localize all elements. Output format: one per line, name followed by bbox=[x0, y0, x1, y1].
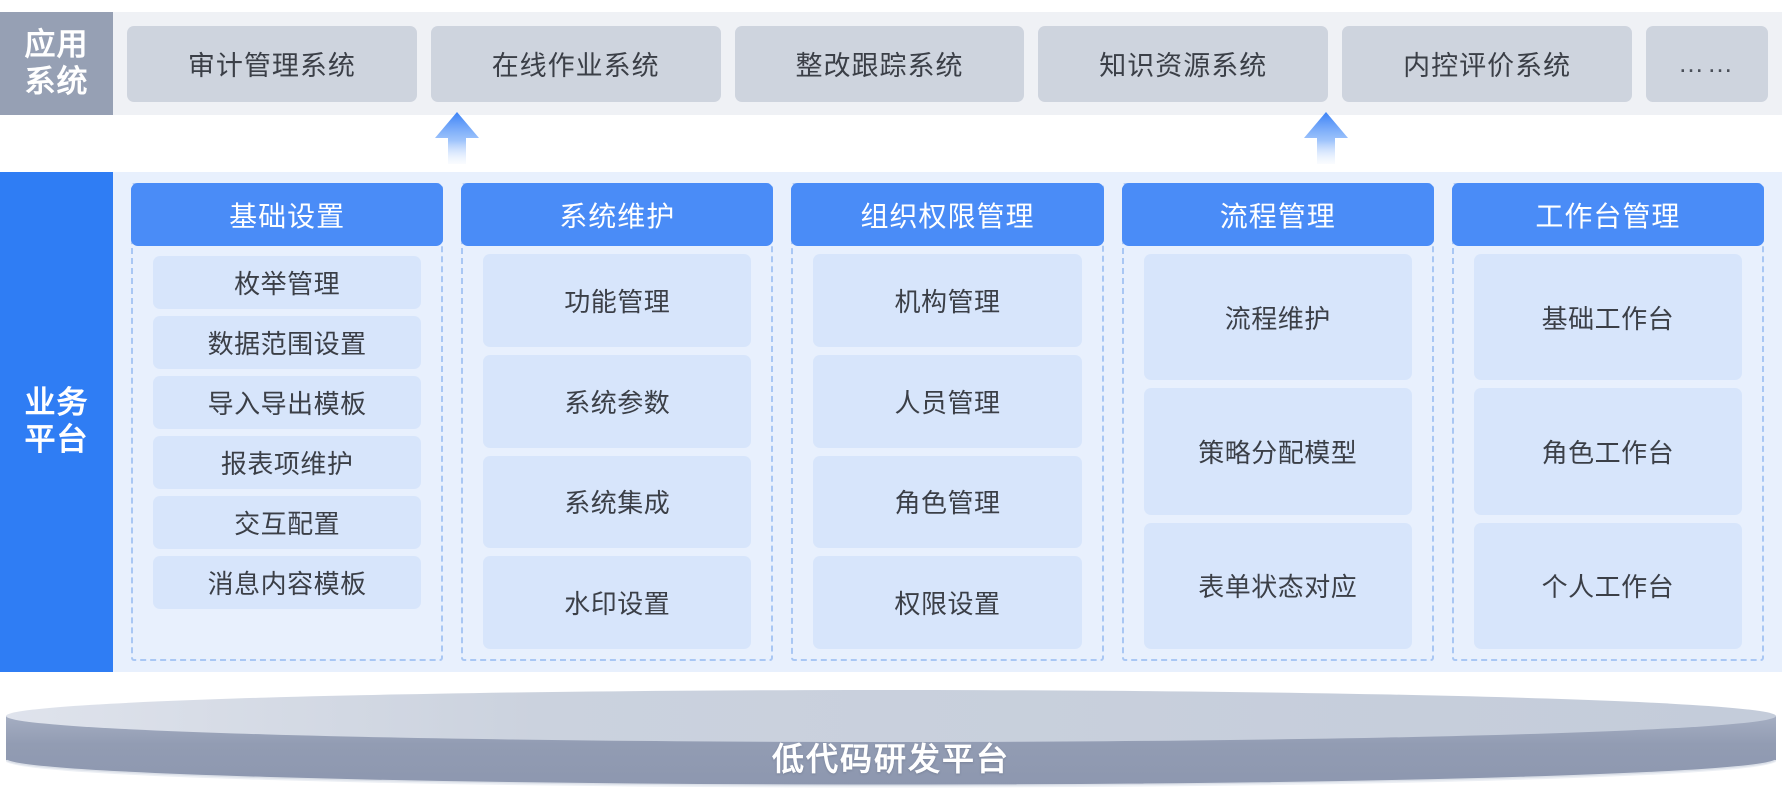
app-system-card-more[interactable]: …… bbox=[1645, 25, 1768, 102]
app-system-card-knowledge-resource[interactable]: 知识资源系统 bbox=[1038, 25, 1329, 102]
module-item-role-workbench[interactable]: 角色工作台 bbox=[1473, 388, 1743, 515]
module-item-data-scope-settings[interactable]: 数据范围设置 bbox=[153, 316, 422, 369]
module-group-header-org-permission-management[interactable]: 组织权限管理 bbox=[791, 183, 1104, 246]
module-item-personal-workbench[interactable]: 个人工作台 bbox=[1473, 522, 1743, 649]
module-group-process-management: 流程管理 流程维护 策略分配模型 表单状态对应 bbox=[1121, 183, 1434, 661]
app-system-card-internal-control-evaluation[interactable]: 内控评价系统 bbox=[1342, 25, 1632, 102]
app-system-card-online-operation[interactable]: 在线作业系统 bbox=[430, 25, 721, 102]
module-item-policy-allocation-model[interactable]: 策略分配模型 bbox=[1143, 388, 1412, 515]
arrow-up-online-operation bbox=[435, 112, 479, 164]
module-item-message-content-template[interactable]: 消息内容模板 bbox=[153, 556, 422, 609]
module-item-role-management[interactable]: 角色管理 bbox=[813, 455, 1082, 549]
arrow-up-internal-control bbox=[1304, 112, 1348, 164]
business-platform-layer: 业务 平台 基础设置 枚举管理 数据范围设置 导入导出模板 报表项维护 交互配置… bbox=[0, 172, 1782, 672]
app-system-card-audit-management[interactable]: 审计管理系统 bbox=[127, 25, 417, 102]
module-item-process-maintenance[interactable]: 流程维护 bbox=[1143, 254, 1412, 381]
module-group-system-maintenance: 系统维护 功能管理 系统参数 系统集成 水印设置 bbox=[461, 183, 774, 661]
application-layer-label-line2: 系统 bbox=[24, 63, 89, 99]
platform-cylinder-shape bbox=[6, 690, 1776, 788]
application-systems-strip: 审计管理系统 在线作业系统 整改跟踪系统 知识资源系统 内控评价系统 …… bbox=[113, 12, 1782, 115]
arrow-up-icon bbox=[435, 112, 479, 164]
business-platform-label-line1: 业务 bbox=[24, 385, 89, 421]
low-code-platform-base: 低代码研发平台 bbox=[6, 688, 1776, 796]
module-item-form-status-mapping[interactable]: 表单状态对应 bbox=[1143, 522, 1412, 649]
module-item-list-basic-settings: 枚举管理 数据范围设置 导入导出模板 报表项维护 交互配置 消息内容模板 bbox=[133, 246, 441, 649]
arrow-up-icon bbox=[1304, 112, 1348, 164]
module-item-enum-management[interactable]: 枚举管理 bbox=[153, 256, 422, 309]
app-system-card-rectification-tracking[interactable]: 整改跟踪系统 bbox=[734, 25, 1025, 102]
module-item-basic-workbench[interactable]: 基础工作台 bbox=[1473, 254, 1743, 381]
module-group-header-basic-settings[interactable]: 基础设置 bbox=[131, 183, 444, 246]
business-platform-columns: 基础设置 枚举管理 数据范围设置 导入导出模板 报表项维护 交互配置 消息内容模… bbox=[113, 172, 1782, 672]
application-layer-label: 应用 系统 bbox=[0, 12, 113, 115]
module-group-header-system-maintenance[interactable]: 系统维护 bbox=[461, 183, 774, 246]
application-systems-layer: 应用 系统 审计管理系统 在线作业系统 整改跟踪系统 知识资源系统 内控评价系统… bbox=[0, 12, 1782, 115]
module-item-organization-management[interactable]: 机构管理 bbox=[813, 254, 1082, 347]
module-group-header-process-management[interactable]: 流程管理 bbox=[1121, 183, 1434, 246]
business-platform-label-line2: 平台 bbox=[24, 422, 89, 457]
module-item-report-item-maintenance[interactable]: 报表项维护 bbox=[153, 436, 422, 489]
business-platform-label: 业务 平台 bbox=[0, 172, 113, 672]
module-group-header-workbench-management[interactable]: 工作台管理 bbox=[1451, 183, 1765, 246]
module-item-personnel-management[interactable]: 人员管理 bbox=[813, 354, 1082, 448]
module-group-org-permission-management: 组织权限管理 机构管理 人员管理 角色管理 权限设置 bbox=[791, 183, 1104, 661]
module-item-import-export-template[interactable]: 导入导出模板 bbox=[153, 376, 422, 429]
module-item-interaction-config[interactable]: 交互配置 bbox=[153, 496, 422, 549]
module-group-basic-settings: 基础设置 枚举管理 数据范围设置 导入导出模板 报表项维护 交互配置 消息内容模… bbox=[131, 183, 444, 661]
module-item-list-system-maintenance: 功能管理 系统参数 系统集成 水印设置 bbox=[463, 246, 771, 649]
application-layer-label-line1: 应用 bbox=[24, 26, 89, 62]
module-item-system-integration[interactable]: 系统集成 bbox=[483, 455, 752, 549]
module-item-list-workbench-management: 基础工作台 角色工作台 个人工作台 bbox=[1454, 246, 1762, 649]
module-item-list-org-permission-management: 机构管理 人员管理 角色管理 权限设置 bbox=[793, 246, 1101, 649]
module-item-permission-settings[interactable]: 权限设置 bbox=[813, 556, 1082, 649]
module-group-workbench-management: 工作台管理 基础工作台 角色工作台 个人工作台 bbox=[1451, 183, 1765, 661]
module-item-system-parameters[interactable]: 系统参数 bbox=[483, 354, 752, 448]
module-item-function-management[interactable]: 功能管理 bbox=[483, 254, 752, 347]
module-item-watermark-settings[interactable]: 水印设置 bbox=[483, 556, 752, 649]
platform-title: 低代码研发平台 bbox=[771, 741, 1010, 777]
module-item-list-process-management: 流程维护 策略分配模型 表单状态对应 bbox=[1124, 246, 1432, 649]
